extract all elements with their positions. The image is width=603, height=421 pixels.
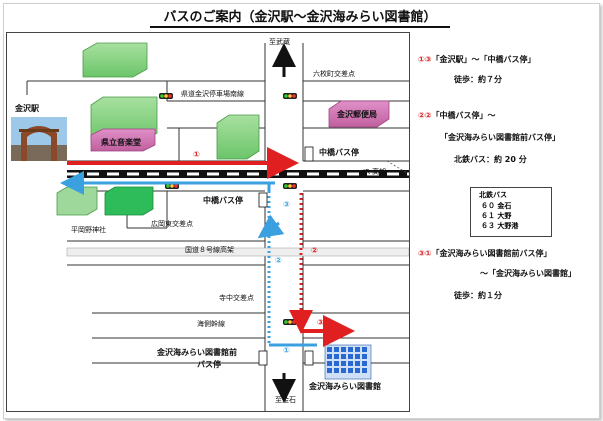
page-title: バスのご案内（金沢駅～金沢海みらい図書館）: [150, 6, 450, 28]
label-library: 金沢海みらい図書館: [309, 382, 381, 391]
leg2-line: ②②「中橋バス停」～: [418, 112, 496, 120]
label-nakahashi-stop-upper: 中橋バス停: [319, 148, 359, 157]
bus-legend: 北鉄バス ６０ 金石 ６１ 大野 ６３ 大野港: [470, 187, 552, 237]
label-to-south: 至金石: [275, 396, 296, 404]
bus-legend-title: 北鉄バス: [479, 191, 507, 199]
label-rokumaimachi: 六枚町交差点: [313, 70, 355, 78]
label-kaigawa-line: 海側幹線: [197, 320, 225, 328]
leg2-nums: ②②: [418, 111, 432, 120]
leg1-line: ①③「金沢駅」～「中橋バス停」: [418, 56, 536, 64]
leg3-nums: ③①: [418, 249, 432, 258]
leg3-time: 徒歩：約１分: [454, 291, 502, 300]
label-kanazawa-station: 金沢駅: [15, 104, 39, 113]
leg3-line: ③①「金沢海みらい図書館前バス停」: [418, 250, 552, 258]
route8-band: [66, 247, 409, 257]
label-post-office: 金沢郵便局: [337, 110, 377, 119]
route-num-1b: ①: [283, 346, 290, 355]
leg2-text2: 「金沢海みらい図書館前バス停」: [440, 133, 560, 142]
leg1-time: 徒歩：約７分: [454, 75, 502, 84]
leg2-text: 「中橋バス停」～: [431, 111, 496, 120]
leg1-nums: ①③: [418, 55, 432, 64]
route-map: 至武蔵 六枚町交差点 県道金沢停車場南線 金沢駅 県立音楽堂 金沢郵便局 中橋バ…: [6, 32, 410, 412]
label-to-north: 至武蔵: [269, 38, 290, 46]
leg2-time: 北鉄バス：約 20 分: [454, 155, 527, 164]
route-num-3b: ③: [317, 318, 324, 327]
label-jr-elevated: JR 高架: [363, 168, 387, 176]
label-nakahashi-stop-mid: 中橋バス停: [203, 196, 243, 205]
label-terananaka: 寺中交差点: [219, 294, 254, 302]
bus-legend-line1: ６０ 金石: [481, 202, 512, 210]
leg3-text: 「金沢海みらい図書館前バス停」: [431, 249, 552, 258]
bus-stop-signs: [258, 146, 314, 366]
label-route8: 国道８号線高架: [185, 246, 234, 254]
leg3-text2: ～「金沢海みらい図書館」: [480, 269, 576, 278]
label-hirookahigashi: 広岡東交差点: [151, 220, 193, 228]
label-library-stop2: バス停: [197, 360, 221, 369]
route-num-3a: ③: [283, 200, 290, 209]
leg1-text: 「金沢駅」～「中橋バス停」: [431, 55, 536, 64]
label-library-stop: 金沢海みらい図書館前: [157, 348, 237, 357]
label-kendo-road: 県道金沢停車場南線: [181, 90, 244, 98]
bus-legend-line3: ６３ 大野港: [481, 222, 519, 230]
map-canvas: [11, 42, 409, 411]
station-photo: [11, 117, 67, 161]
bus-legend-line2: ６１ 大野: [481, 212, 512, 220]
label-music-hall: 県立音楽堂: [101, 138, 141, 147]
route-num-1a: ①: [193, 150, 200, 159]
route-num-2a: ②: [275, 256, 282, 265]
route-num-2b: ②: [311, 246, 318, 255]
jr-track: [67, 170, 409, 178]
label-hiraokano-shrine: 平岡野神社: [71, 226, 106, 234]
routes: [60, 147, 355, 347]
